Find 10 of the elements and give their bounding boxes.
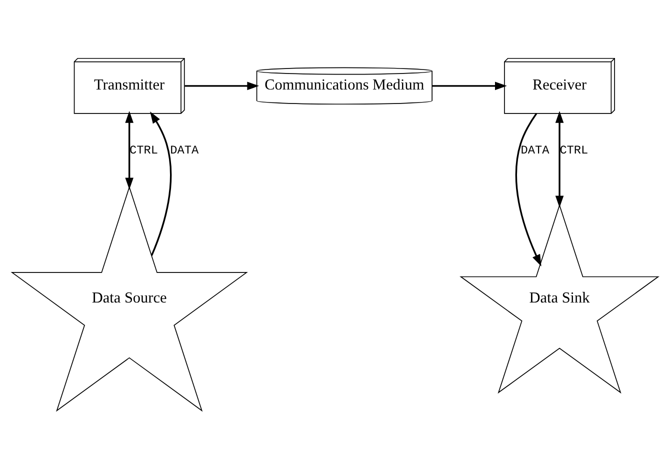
arrow — [555, 110, 564, 208]
arrow — [150, 110, 172, 256]
arrow — [184, 81, 260, 90]
arrow — [432, 81, 507, 90]
arrow — [125, 110, 134, 190]
edge-label: DATA — [170, 142, 199, 157]
edge-label: DATA — [520, 142, 550, 157]
arrow — [515, 112, 542, 266]
edge-label: CTRL — [560, 142, 588, 157]
edge-label: CTRL — [130, 142, 158, 157]
